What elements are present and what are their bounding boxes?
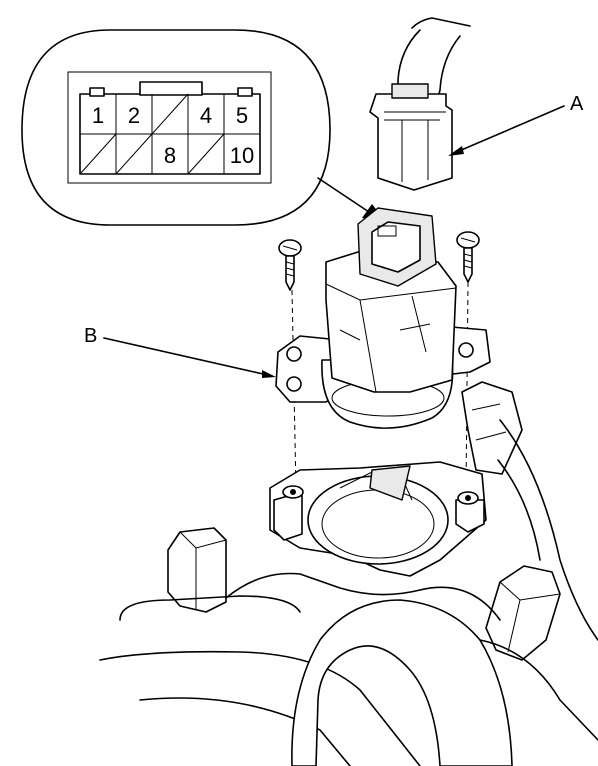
pin-label: 5: [236, 103, 248, 128]
callout-a: A: [448, 93, 584, 156]
callout-label-a: A: [570, 93, 584, 115]
column-housing: [99, 381, 598, 766]
callout-label-b: B: [84, 325, 97, 347]
harness-connector: [369, 17, 471, 191]
screw-right: [456, 231, 480, 491]
connector-housing: [67, 71, 272, 184]
pin-label: 1: [92, 103, 104, 128]
pin-label: 2: [128, 103, 140, 128]
pin-label: 10: [230, 143, 254, 168]
pin-label: 8: [164, 143, 176, 168]
pin-label: 4: [200, 103, 212, 128]
callout-b: B: [84, 325, 276, 378]
ignition-switch: [275, 207, 491, 429]
connector-terminal-view: 1 2 4 5 8 10: [21, 29, 331, 226]
